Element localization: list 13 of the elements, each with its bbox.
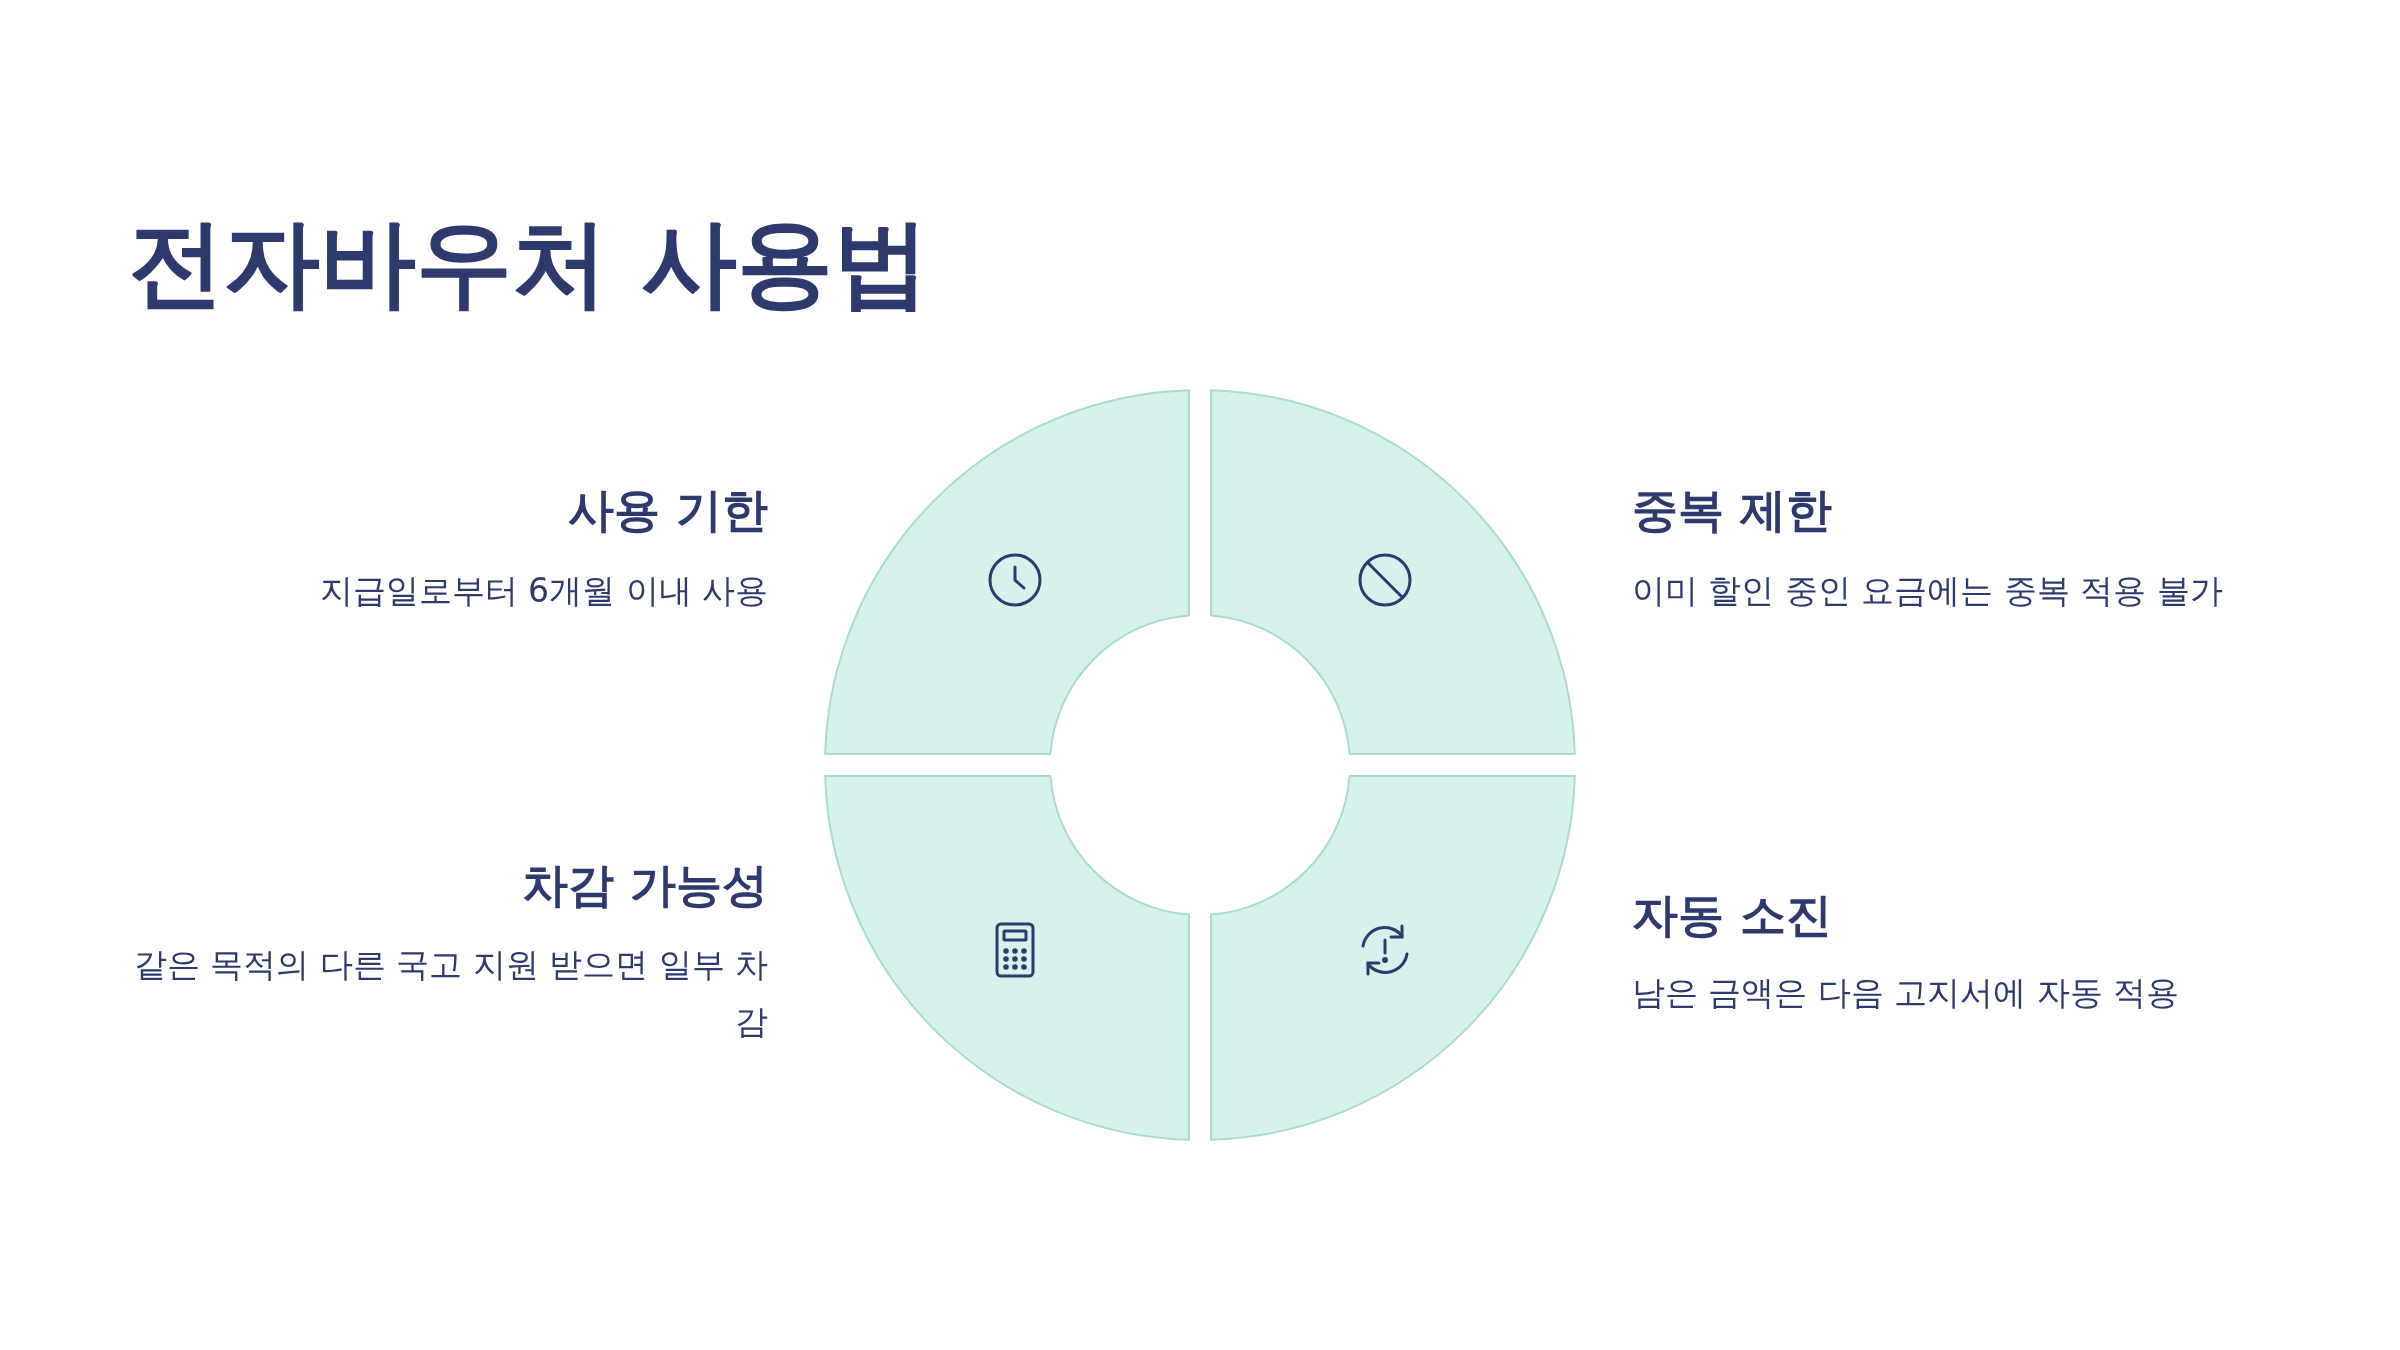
ring-segment (1211, 390, 1575, 754)
title: 전자바우처 사용법 (128, 206, 930, 321)
description: 지급일로부터 6개월 이내 사용 (319, 570, 768, 612)
description: 남은 금액은 다음 고지서에 자동 적용 (1632, 972, 2180, 1014)
description: 이미 할인 중인 요금에는 중복 적용 불가 (1632, 570, 2223, 612)
ring-segment (1211, 776, 1575, 1140)
heading: 자동 소진 (1632, 887, 1832, 944)
description: 같은 목적의 다른 국고 지원 받으면 일부 차감 (132, 944, 768, 1043)
heading: 중복 제한 (1632, 482, 1832, 539)
ring-segment (825, 390, 1189, 754)
heading: 차감 가능성 (522, 857, 768, 914)
heading: 사용 기한 (568, 482, 768, 539)
ring-segment (825, 776, 1189, 1140)
